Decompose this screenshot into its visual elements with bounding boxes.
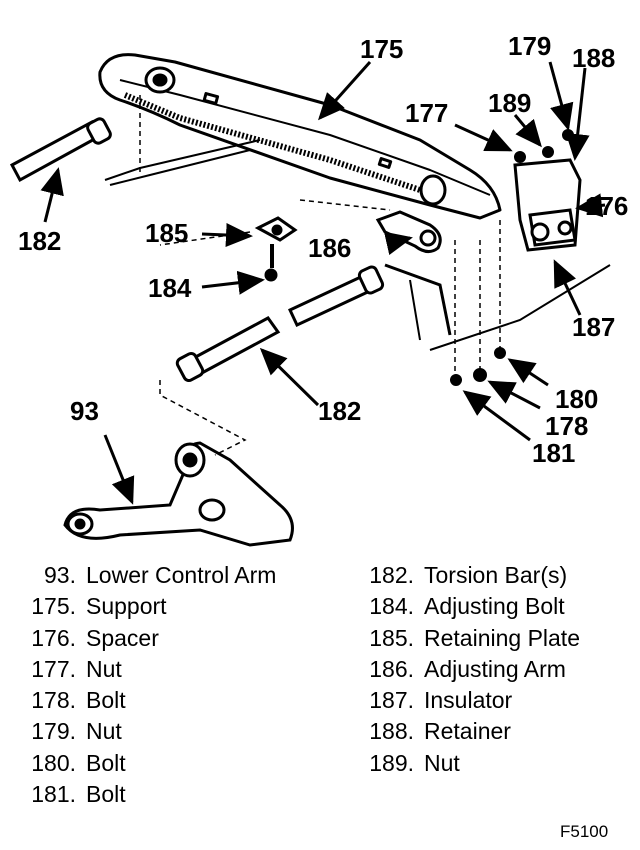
legend-number: 175. xyxy=(31,593,76,620)
legend-number: 189. xyxy=(369,749,414,776)
legend-item: 189. Nut xyxy=(352,748,580,779)
legend-item: 182. Torsion Bar(s) xyxy=(352,560,580,591)
legend-item: 175. Support xyxy=(14,591,276,622)
callout-182-bottom: 182 xyxy=(318,396,361,426)
lower-control-arm xyxy=(63,441,294,547)
callout-176: 176 xyxy=(585,191,628,221)
legend-item: 188. Retainer xyxy=(352,716,580,747)
callout-184: 184 xyxy=(148,273,192,303)
callout-179: 179 xyxy=(508,31,551,61)
legend-label: Retaining Plate xyxy=(424,624,580,651)
callout-180: 180 xyxy=(555,384,598,414)
legend-number: 178. xyxy=(31,687,76,714)
legend-item: 180. Bolt xyxy=(14,748,276,779)
legend-left-column: 93. Lower Control Arm 175. Support 176. Spa… xyxy=(14,560,276,810)
legend-label: Nut xyxy=(86,718,122,745)
legend-label: Nut xyxy=(424,749,460,776)
legend-label: Adjusting Arm xyxy=(424,655,566,682)
adjusting-arm xyxy=(375,210,442,253)
legend-number: 188. xyxy=(369,718,414,745)
callout-175: 175 xyxy=(360,34,403,64)
legend-label: Support xyxy=(86,593,167,620)
exploded-diagram: 175 179 188 177 189 176 182 185 186 184 … xyxy=(9,31,628,547)
legend-item: 181. Bolt xyxy=(14,779,276,810)
legend-label: Lower Control Arm xyxy=(86,562,277,588)
leader-arrows xyxy=(40,61,606,505)
legend-item: 93. Lower Control Arm xyxy=(14,560,276,591)
legend-item: 178. Bolt xyxy=(14,685,276,716)
legend-number: 180. xyxy=(31,749,76,776)
callout-182-top: 182 xyxy=(18,226,61,256)
legend-item: 177. Nut xyxy=(14,654,276,685)
legend-item: 184. Adjusting Bolt xyxy=(352,591,580,622)
legend-item: 186. Adjusting Arm xyxy=(352,654,580,685)
legend-number: 179. xyxy=(31,718,76,745)
legend-label: Adjusting Bolt xyxy=(424,593,565,620)
legend-item: 176. Spacer xyxy=(14,623,276,654)
legend-label: Bolt xyxy=(86,749,126,776)
legend-right-column: 182. Torsion Bar(s) 184. Adjusting Bolt 18… xyxy=(352,560,580,779)
legend-label: Bolt xyxy=(86,781,126,808)
support-crossmember xyxy=(98,53,502,220)
callout-178: 178 xyxy=(545,411,588,441)
legend-item: 187. Insulator xyxy=(352,685,580,716)
legend-label: Nut xyxy=(86,655,122,682)
callout-185: 185 xyxy=(145,218,188,248)
callout-93: 93 xyxy=(70,396,99,426)
legend-item: 179. Nut xyxy=(14,716,276,747)
legend-label: Torsion Bar(s) xyxy=(424,562,568,588)
legend-number: 184. xyxy=(369,593,414,620)
callout-177: 177 xyxy=(405,98,448,128)
legend-label: Bolt xyxy=(86,687,126,714)
legend-number: 186. xyxy=(369,655,414,682)
legend-item: 185. Retaining Plate xyxy=(352,623,580,654)
callout-181: 181 xyxy=(532,438,575,468)
callout-188: 188 xyxy=(572,43,615,73)
callout-189: 189 xyxy=(488,88,531,118)
legend-number: 182. xyxy=(369,562,414,588)
figure-code: F5100 xyxy=(560,822,609,841)
legend-label: Retainer xyxy=(424,718,511,745)
callout-186: 186 xyxy=(308,233,351,263)
assembly-lines xyxy=(139,95,501,456)
legend-number: 185. xyxy=(369,624,414,651)
legend-number: 176. xyxy=(31,624,76,651)
legend-label: Insulator xyxy=(424,687,513,714)
torsion-bars xyxy=(9,117,385,383)
legend-number: 177. xyxy=(31,655,76,682)
legend-label: Spacer xyxy=(86,624,159,651)
legend-number: 187. xyxy=(369,687,414,714)
legend-number: 181. xyxy=(31,781,76,808)
legend-number: 93. xyxy=(44,562,76,588)
retaining-plate xyxy=(254,216,298,282)
callout-187: 187 xyxy=(572,312,615,342)
